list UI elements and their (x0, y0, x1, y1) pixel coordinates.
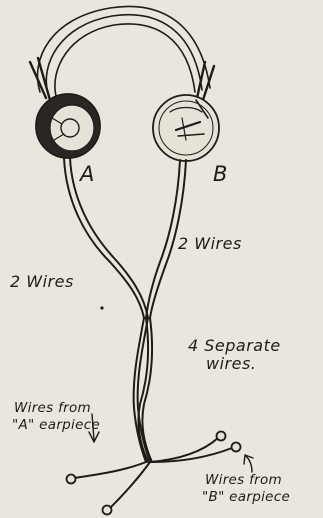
wire-ends-a (74, 462, 150, 508)
label-earpiece-a: A (80, 164, 94, 185)
terminal-b2 (232, 443, 241, 452)
cord-from-a (64, 158, 148, 318)
earpiece-a (36, 94, 100, 158)
terminal-b1 (217, 432, 226, 441)
terminal-a2 (103, 506, 112, 515)
print-speck (100, 306, 103, 309)
wire-ends-b (150, 438, 232, 462)
combined-cord (134, 318, 152, 462)
earpiece-b (153, 95, 219, 161)
label-wires-from-a-line2: "A" earpiece (12, 419, 100, 433)
label-four-separate-line1: 4 Separate (188, 338, 281, 354)
adjustment-rods (30, 58, 214, 100)
label-two-wires-b: 2 Wires (178, 236, 242, 252)
label-wires-from-a-line1: Wires from (14, 402, 91, 416)
arrow-to-b-wires (244, 455, 253, 472)
label-earpiece-b: B (213, 164, 227, 185)
headband (38, 6, 210, 96)
label-wires-from-b-line1: Wires from (205, 474, 282, 488)
terminal-a1 (67, 475, 76, 484)
label-wires-from-b-line2: "B" earpiece (202, 491, 290, 505)
label-four-separate-line2: wires. (206, 356, 256, 372)
label-two-wires-a: 2 Wires (10, 274, 74, 290)
